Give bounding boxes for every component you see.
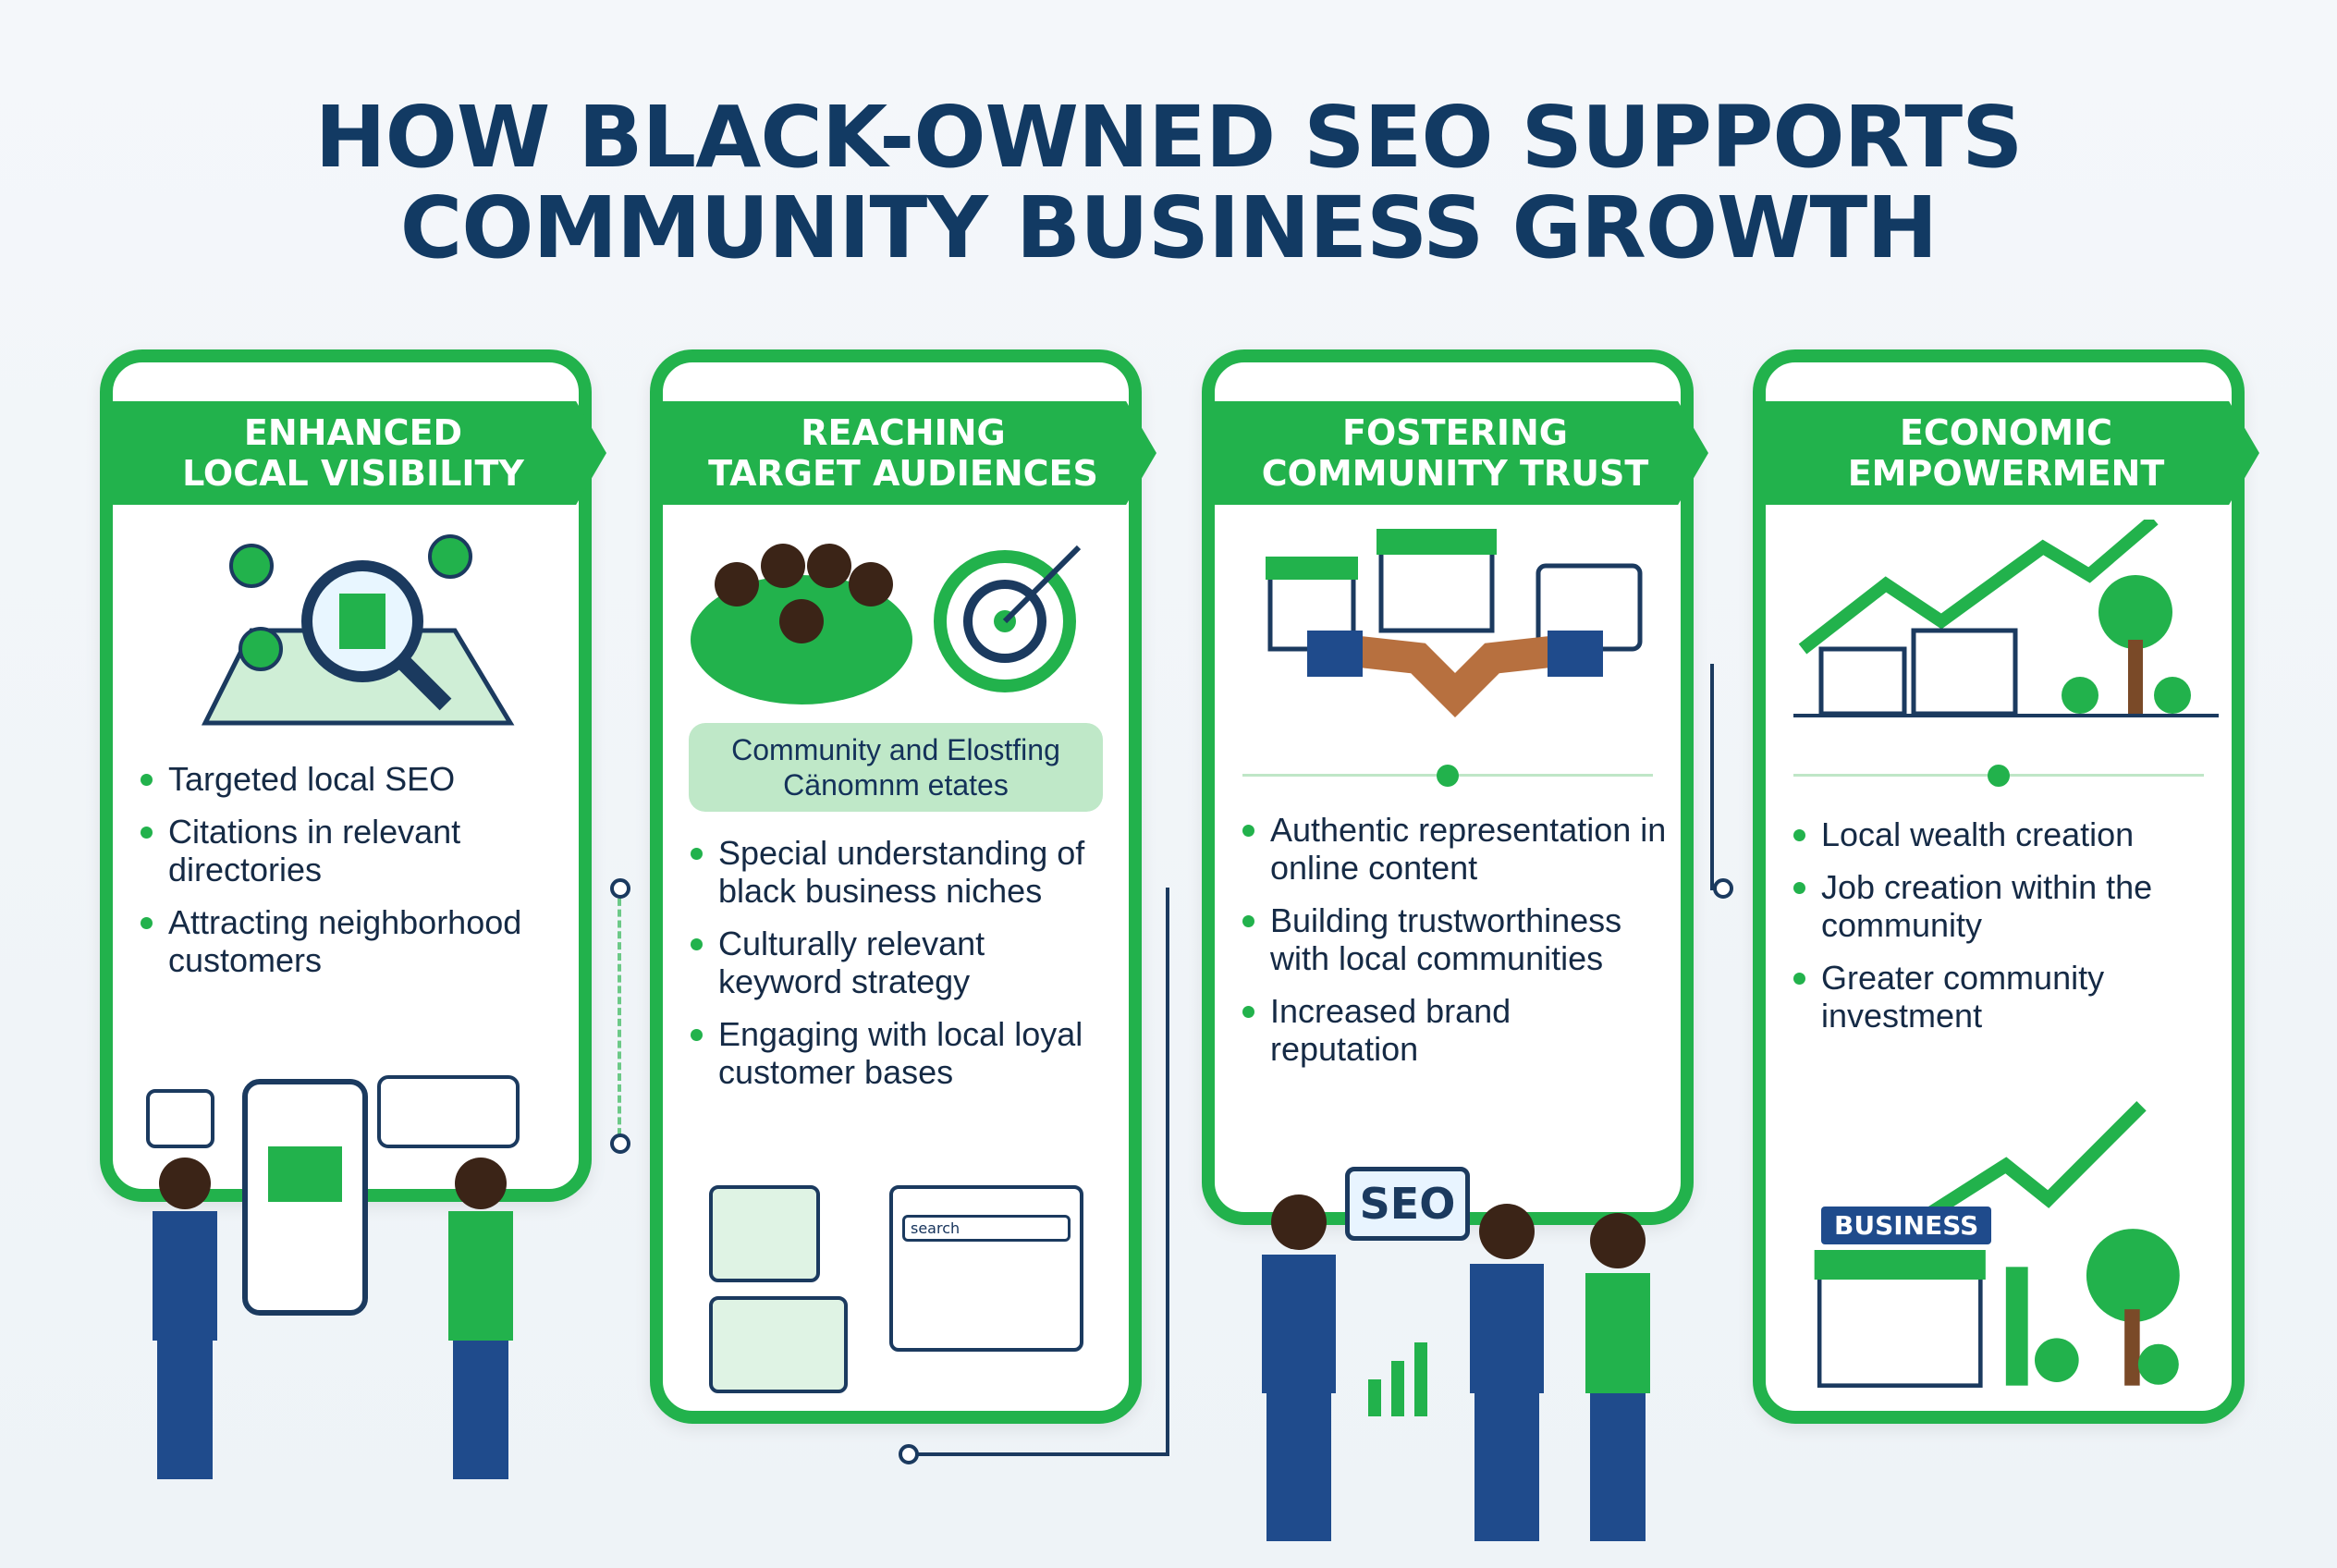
handshake-storefront-illustration [1266, 529, 1643, 718]
bullet-item: Job creation within the community [1793, 868, 2219, 944]
business-people-illustration: SEO [1230, 1167, 1692, 1555]
bullet-item: Special understanding of black business … [691, 834, 1116, 910]
title-line-2: COMMUNITY BUSINESS GROWTH [399, 178, 1939, 277]
business-sign: BUSINESS [1821, 1207, 1992, 1244]
bullet-item: Targeted local SEO [141, 760, 566, 798]
bullet-item: Increased brand reputation [1242, 992, 1668, 1068]
bullet-item: Engaging with local loyal customer bases [691, 1015, 1116, 1091]
business-growth-illustration: BUSINESS [1784, 1097, 2213, 1403]
growth-chart-illustration [1793, 520, 2219, 717]
bullet-item: Attracting neighborhood customers [141, 903, 566, 979]
connector-node [1713, 878, 1733, 899]
bullet-item: Authentic representation in online conte… [1242, 811, 1668, 887]
bullet-list: Authentic representation in online conte… [1242, 811, 1668, 1083]
page-title: HOW BLACK-OWNED SEO SUPPORTS COMMUNITY B… [0, 92, 2337, 274]
video-call-icon [709, 1296, 848, 1393]
bullet-item: Greater community investment [1793, 959, 2219, 1035]
bullet-item: Building trustworthiness with local comm… [1242, 901, 1668, 977]
bullet-list: Targeted local SEO Citations in relevant… [141, 760, 566, 994]
people-with-phone-illustration [146, 1075, 520, 1479]
bullet-item: Local wealth creation [1793, 815, 2219, 853]
search-input: search [902, 1215, 1071, 1242]
map-magnifier-illustration [201, 534, 515, 726]
social-search-illustration: search [681, 1176, 1110, 1407]
connector-node [610, 1133, 630, 1154]
seo-badge: SEO [1345, 1167, 1470, 1241]
title-line-1: HOW BLACK-OWNED SEO SUPPORTS [314, 88, 2024, 187]
divider [1793, 765, 2204, 787]
connector-node [899, 1444, 919, 1464]
bullet-item: Culturally relevant keyword strategy [691, 925, 1116, 1000]
connector-2-3 [911, 888, 1169, 1456]
connector-1-2 [618, 888, 621, 1146]
divider [1242, 765, 1653, 787]
browser-window: search [889, 1185, 1083, 1352]
connector-node [610, 878, 630, 899]
people-target-illustration [691, 544, 1082, 704]
connector-3-4 [1710, 664, 1714, 890]
bullet-list: Local wealth creation Job creation withi… [1793, 815, 2219, 1049]
bullet-list: Special understanding of black business … [691, 834, 1116, 1106]
video-call-icon [709, 1185, 820, 1282]
bullet-item: Citations in relevant directories [141, 813, 566, 888]
